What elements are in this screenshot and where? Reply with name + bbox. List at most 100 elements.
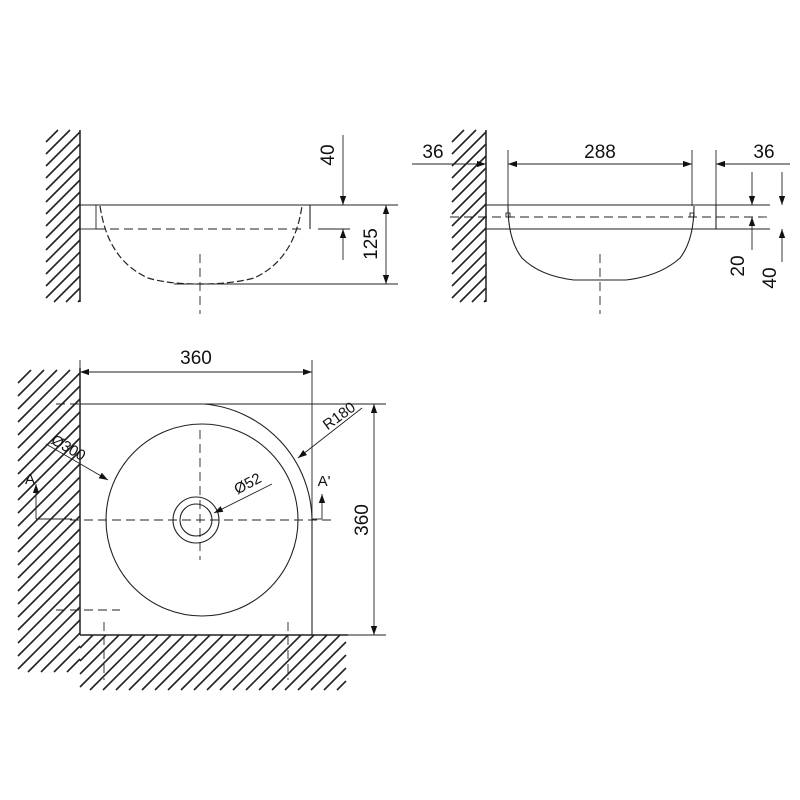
hatch-line <box>17 541 81 605</box>
leader-drain-diameter <box>213 483 273 514</box>
hatch-line <box>65 287 81 303</box>
hatch-line <box>17 398 81 462</box>
wall-hatching <box>45 129 81 303</box>
hatch-line <box>45 239 81 275</box>
hatch-line <box>45 251 81 287</box>
hatch-line <box>17 593 81 657</box>
hatch-line <box>271 634 328 691</box>
hatch-line <box>17 372 81 436</box>
wall-hatching <box>79 634 347 691</box>
dim-rim-height: 20 <box>728 255 749 276</box>
hatch-line <box>45 263 81 299</box>
dim-inner-width: 288 <box>584 142 616 163</box>
hatch-line <box>451 129 465 143</box>
hatch-line <box>79 634 120 675</box>
hatch-line <box>17 450 81 514</box>
hatch-line <box>336 680 347 691</box>
dim-top-height: 40 <box>760 267 781 288</box>
hatch-line <box>459 275 487 303</box>
dim-plan-width: 360 <box>180 348 212 369</box>
hatch-line <box>17 369 71 423</box>
hatch-line <box>40 632 81 673</box>
hatch-line <box>180 634 237 691</box>
hatch-line <box>53 645 81 673</box>
hatch-line <box>206 634 263 691</box>
bowl-outline <box>507 205 695 281</box>
hatch-line <box>219 634 276 691</box>
hatch-line <box>45 143 81 179</box>
plate-corner-arc <box>203 403 313 521</box>
hatch-line <box>232 634 289 691</box>
hatch-line <box>17 411 81 475</box>
hatch-line <box>451 129 477 155</box>
hatch-line <box>451 143 487 179</box>
hatch-line <box>258 634 315 691</box>
hatch-line <box>17 580 81 644</box>
plan-view: A A' 360 360 Ø300 Ø52 R180 <box>17 348 386 691</box>
hatch-line <box>45 129 59 143</box>
hatch-line <box>89 634 146 691</box>
hatch-line <box>17 369 58 410</box>
hatch-line <box>451 203 487 239</box>
wall-hatching <box>451 129 487 303</box>
hatch-line <box>451 179 487 215</box>
hatch-line <box>17 554 81 618</box>
hatch-line <box>45 155 81 191</box>
bowl-hidden-outline <box>99 205 303 285</box>
hatch-line <box>45 191 81 227</box>
hatch-line <box>79 634 94 649</box>
hatch-line <box>451 239 487 275</box>
hatch-line <box>154 634 211 691</box>
section-label-left: A <box>25 471 35 488</box>
section-view: 36 288 36 20 40 <box>412 129 790 314</box>
hatch-line <box>128 634 185 691</box>
hatch-line <box>27 619 81 673</box>
hatch-line <box>193 634 250 691</box>
hatch-line <box>451 191 487 227</box>
hatch-line <box>17 369 45 397</box>
hatch-line <box>17 463 81 527</box>
hatch-line <box>451 227 487 263</box>
hatch-line <box>284 634 341 691</box>
hatch-line <box>141 634 198 691</box>
hatch-line <box>53 275 81 303</box>
hatch-line <box>323 667 347 691</box>
hatch-line <box>310 654 347 691</box>
dim-depth: 125 <box>361 228 382 260</box>
hatch-line <box>17 369 32 384</box>
hatch-line <box>167 634 224 691</box>
dim-top-thickness: 40 <box>318 144 339 165</box>
hatch-line <box>45 215 81 251</box>
hatch-line <box>451 131 487 167</box>
dim-plan-height: 360 <box>352 504 373 536</box>
dim-right-margin: 36 <box>753 142 774 163</box>
hatch-line <box>451 251 487 287</box>
hatch-line <box>79 634 107 662</box>
hatch-line <box>45 131 81 167</box>
hatch-line <box>17 385 81 449</box>
hatch-line <box>45 227 81 263</box>
overflow-left <box>505 212 511 218</box>
hatch-line <box>45 129 71 155</box>
hatch-line <box>451 215 487 251</box>
hatch-line <box>297 641 347 691</box>
dim-drain-diameter: Ø52 <box>231 470 264 498</box>
hatch-line <box>115 634 172 691</box>
hatch-line <box>66 658 81 673</box>
hatch-line <box>17 437 81 501</box>
side-view: 40 125 <box>45 129 398 314</box>
hatch-line <box>471 287 487 303</box>
section-label-right: A' <box>318 473 331 490</box>
hatch-line <box>451 167 487 203</box>
hatch-line <box>17 424 81 488</box>
hatch-line <box>102 634 159 691</box>
hatch-line <box>45 179 81 215</box>
hatch-line <box>17 567 81 631</box>
hatch-line <box>451 263 487 299</box>
hatch-line <box>45 167 81 203</box>
overflow-right <box>689 212 695 218</box>
dim-left-margin: 36 <box>422 142 443 163</box>
hatch-line <box>45 203 81 239</box>
hatch-line <box>17 606 81 670</box>
